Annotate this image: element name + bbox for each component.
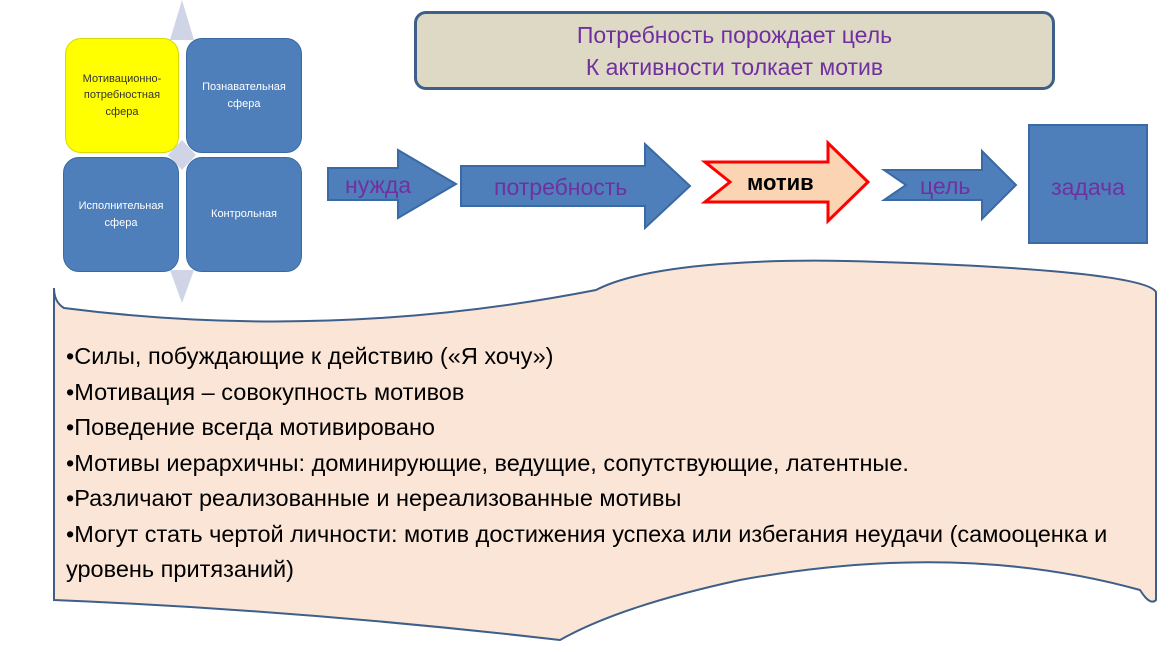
sphere-control-label: Контрольная bbox=[211, 208, 277, 221]
arrow-need bbox=[327, 148, 458, 220]
sphere-control: Контрольная bbox=[186, 157, 302, 272]
sphere-motivational: Мотивационно-потребностная сфера bbox=[65, 38, 179, 153]
flow-label-motive: мотив bbox=[747, 170, 814, 195]
task-box: задача bbox=[1028, 124, 1148, 244]
task-label: задача bbox=[1051, 174, 1125, 200]
motive-facts-list: •Силы, побуждающие к действию («Я хочу»)… bbox=[66, 339, 1136, 588]
down-arrow-head bbox=[170, 270, 194, 303]
flow-label-goal: цель bbox=[920, 173, 971, 199]
sphere-cognitive-label: Познавательная сфера bbox=[202, 81, 286, 110]
sphere-cognitive: Познавательная сфера bbox=[186, 38, 302, 153]
list-item: •Различают реализованные и нереализованн… bbox=[66, 485, 682, 511]
flow-arrows bbox=[327, 139, 1018, 231]
sphere-executive-label: Исполнительная сфера bbox=[78, 200, 164, 229]
flow-label-requirement: потребность bbox=[494, 174, 628, 200]
list-item: •Поведение всегда мотивировано bbox=[66, 414, 436, 440]
up-arrow-head bbox=[170, 0, 194, 40]
list-item: •Могут стать чертой личности: мотив дост… bbox=[66, 520, 1108, 583]
list-item: •Мотивация – совокупность мотивов bbox=[66, 378, 465, 405]
sphere-motivational-label: Мотивационно-потребностная сфера bbox=[82, 72, 162, 118]
list-item: •Мотивы иерархичны: доминирующие, ведущи… bbox=[66, 449, 909, 476]
sphere-executive: Исполнительная сфера bbox=[63, 157, 179, 272]
statement-box: Потребность порождает цель К активности … bbox=[414, 11, 1055, 90]
list-item: •Силы, побуждающие к действию («Я хочу») bbox=[66, 343, 554, 369]
arrow-goal bbox=[880, 148, 1018, 222]
statement-line-2: К активности толкает мотив bbox=[585, 53, 884, 80]
arrow-requirement bbox=[460, 141, 692, 231]
arrow-motive bbox=[700, 139, 871, 225]
scroll-body bbox=[53, 259, 1157, 642]
flow-label-need: нужда bbox=[345, 172, 412, 198]
statement-line-1: Потребность порождает цель bbox=[576, 21, 893, 48]
